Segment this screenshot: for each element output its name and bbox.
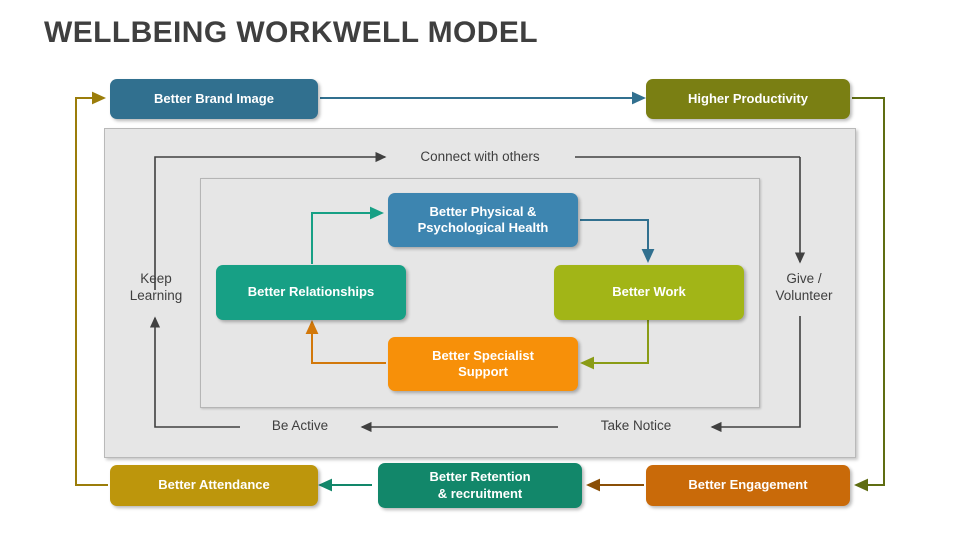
node-label: Better Attendance [158,477,270,493]
node-better-relationships[interactable]: Better Relationships [216,265,406,320]
node-better-retention[interactable]: Better Retention & recruitment [378,463,582,508]
wire-health-to-work [580,219,655,263]
wire-support-to-relationships [305,320,386,364]
node-label: Better Engagement [688,477,808,493]
wire-give-to-take-notice [710,316,801,433]
node-better-engagement[interactable]: Better Engagement [646,465,850,506]
node-better-brand-image[interactable]: Better Brand Image [110,79,318,119]
node-label: Better Work [612,284,686,300]
wire-work-to-support [580,320,649,370]
node-label: Better Specialist Support [432,347,534,379]
node-label: Higher Productivity [688,90,808,106]
label-keep-learning: Keep Learning [129,271,183,303]
wire-relationships-to-health [311,206,384,264]
node-label: Better Physical & Psychological Health [417,203,549,235]
wire-be-active-to-keep-learning [149,316,240,428]
label-be-active: Be Active [271,418,329,433]
wire-connect-with-others [154,151,387,290]
node-better-work[interactable]: Better Work [554,265,744,320]
label-connect-with-others: Connect with others [420,149,540,164]
wire-attendance-to-brand [75,91,108,486]
node-label: Better Retention & recruitment [429,469,531,501]
node-higher-productivity[interactable]: Higher Productivity [646,79,850,119]
page-title: WELLBEING WORKWELL MODEL [44,16,538,49]
node-better-attendance[interactable]: Better Attendance [110,465,318,506]
node-better-specialist-support[interactable]: Better Specialist Support [388,337,578,391]
label-give-volunteer: Give / Volunteer [775,271,833,303]
wire-productivity-to-engagement [852,97,885,492]
label-take-notice: Take Notice [600,418,672,433]
node-label: Better Relationships [247,284,375,300]
node-better-physical-psychological-health[interactable]: Better Physical & Psychological Health [388,193,578,247]
node-label: Better Brand Image [154,90,274,106]
